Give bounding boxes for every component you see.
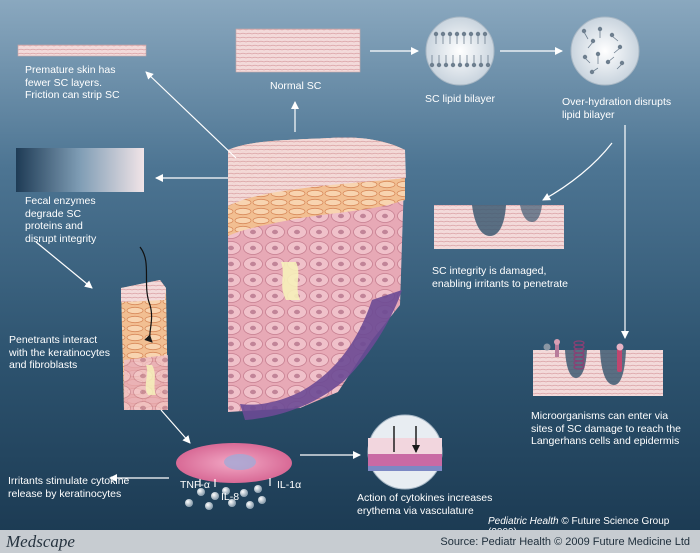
flow-arrows <box>35 47 629 487</box>
normal-sc-block <box>235 28 361 73</box>
source-citation: Source: Pediatr Health © 2009 Future Med… <box>440 536 690 548</box>
sc-lipid-bilayer-sphere <box>425 16 495 86</box>
cell-nucleus <box>224 454 256 470</box>
label-microorganisms: Microorganisms can enter via sites of SC… <box>531 410 681 447</box>
label-il-8: IL-8 <box>221 491 240 503</box>
label-tnf-alpha: TNF-α <box>180 479 210 491</box>
label-irritants: Irritants stimulate cytokine release by … <box>8 475 130 500</box>
disrupted-lipid-bilayer-sphere <box>570 16 640 86</box>
microorganism-block <box>533 339 663 396</box>
label-sc-integrity-damaged: SC integrity is damaged, enabling irrita… <box>432 265 569 290</box>
label-premature-skin: Premature skin has fewer SC layers. Fric… <box>25 64 120 101</box>
label-normal-sc: Normal SC <box>270 80 322 92</box>
footer-bar <box>0 530 700 553</box>
label-over-hydration: Over-hydration disrupts lipid bilayer <box>562 96 672 121</box>
damaged-sc-block <box>434 205 564 249</box>
medscape-logo[interactable]: Medscape <box>6 532 75 551</box>
blood-vessel-diagram <box>367 414 443 490</box>
penetrant-tissue-block <box>121 246 168 410</box>
skin-cross-section <box>228 137 406 420</box>
fecal-gradient-block <box>16 148 144 192</box>
cytokine-particles <box>185 485 266 510</box>
credit-journal: Pediatric Health <box>488 516 559 527</box>
label-penetrants: Penetrants interact with the keratinocyt… <box>9 334 110 371</box>
label-il-1-alpha: IL-1α <box>277 479 302 491</box>
label-cytokine-action: Action of cytokines increases erythema v… <box>357 492 493 517</box>
label-sc-lipid-bilayer: SC lipid bilayer <box>425 93 496 105</box>
premature-sc-strip <box>17 44 147 57</box>
label-fecal-enzymes: Fecal enzymes degrade SC proteins and di… <box>25 195 97 245</box>
